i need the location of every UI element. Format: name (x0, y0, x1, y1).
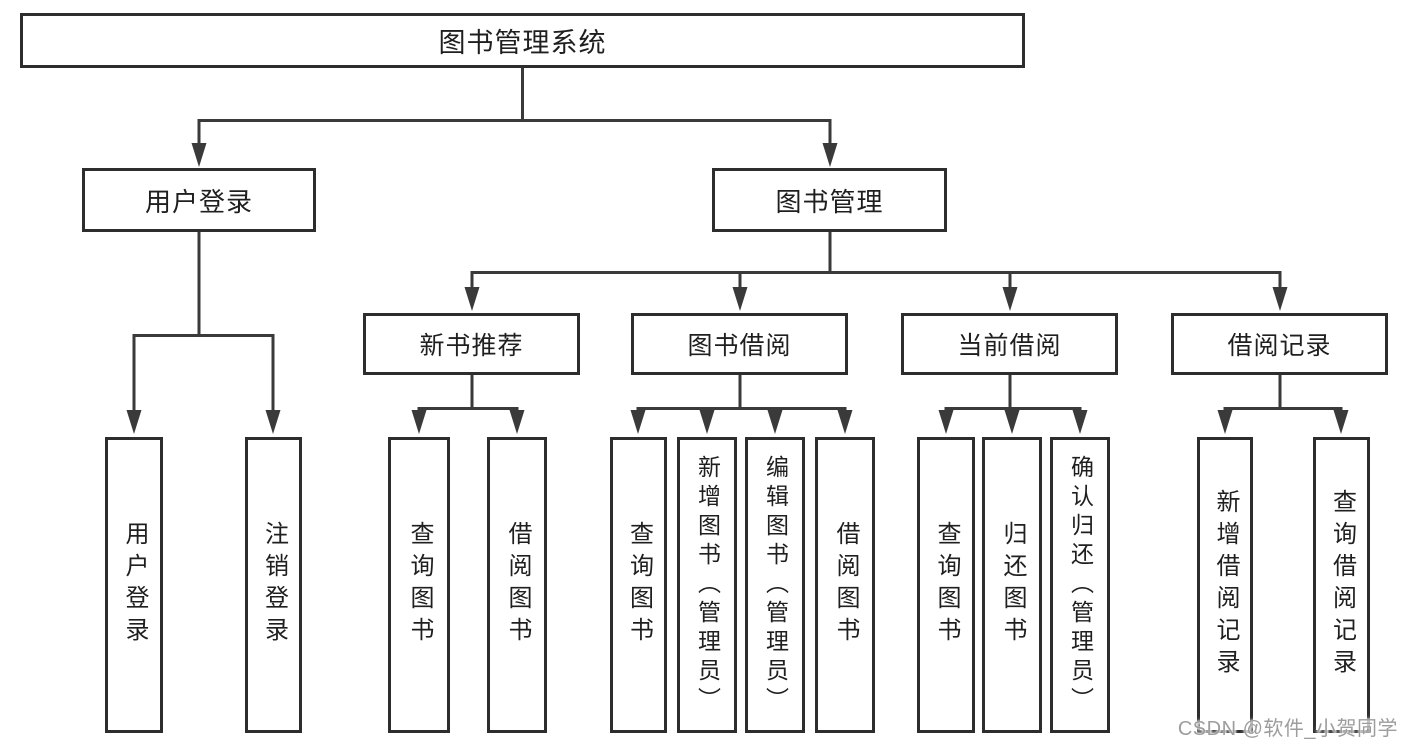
node-book-borrow: 图书借阅 (631, 313, 848, 375)
node-bb-query-books: 查询图书 (610, 437, 667, 733)
node-rec-add-record: 新增借阅记录 (1197, 437, 1253, 733)
node-root: 图书管理系统 (20, 13, 1025, 68)
node-cb-query-books: 查询图书 (917, 437, 975, 733)
node-nb-query-books: 查询图书 (388, 437, 450, 733)
node-logout: 注销登录 (245, 437, 302, 733)
node-new-book-recommend: 新书推荐 (363, 313, 580, 375)
node-login: 用户登录 (105, 437, 163, 733)
watermark: CSDN @软件_小贺同学 (1177, 718, 1398, 740)
node-nb-borrow-books: 借阅图书 (487, 437, 547, 733)
node-user-login: 用户登录 (82, 168, 316, 232)
node-rec-query-record: 查询借阅记录 (1313, 437, 1370, 733)
node-borrow-records: 借阅记录 (1171, 313, 1388, 375)
node-book-management: 图书管理 (712, 168, 947, 232)
node-current-borrow: 当前借阅 (901, 313, 1118, 375)
node-cb-return-books: 归还图书 (982, 437, 1042, 733)
node-cb-confirm-return-admin: 确认归还（管理员） (1050, 437, 1110, 733)
node-bb-edit-books-admin: 编辑图书（管理员） (745, 437, 805, 733)
node-bb-add-books-admin: 新增图书（管理员） (677, 437, 737, 733)
node-bb-borrow-books: 借阅图书 (815, 437, 875, 733)
